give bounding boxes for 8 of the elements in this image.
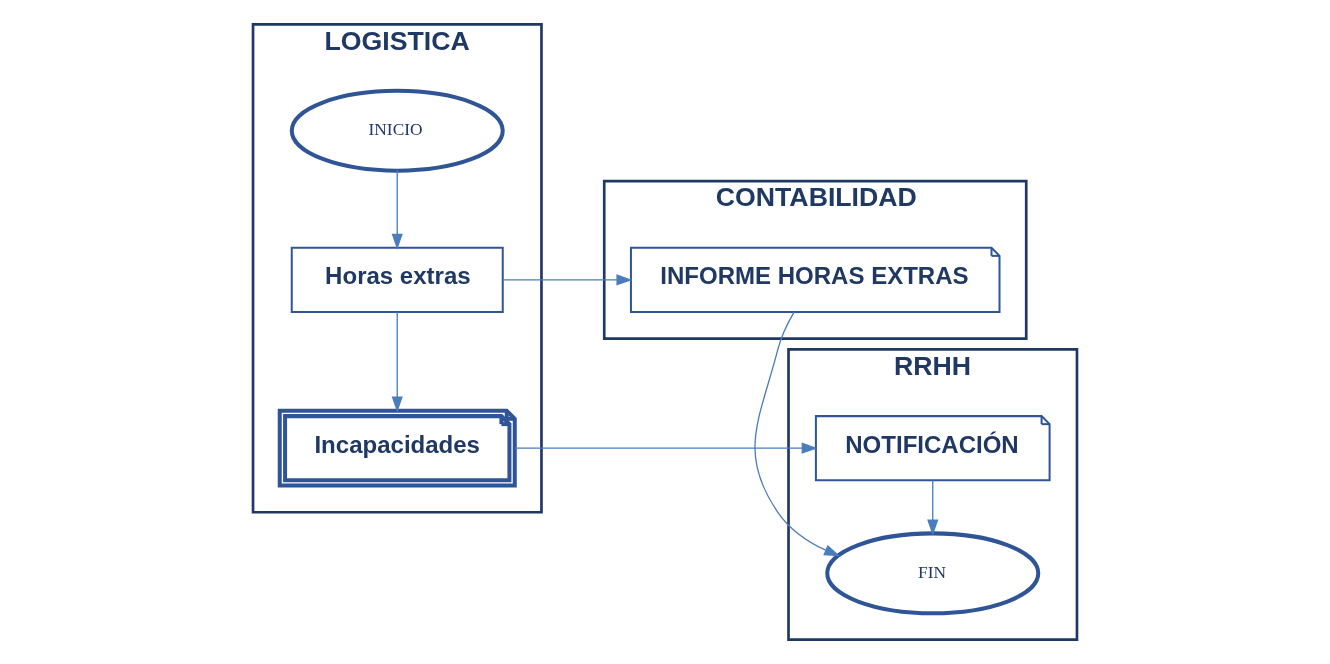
node-box: Horas extras — [290, 246, 504, 313]
arrow — [754, 311, 841, 557]
arrow — [391, 169, 403, 250]
node-ellipse: INICIO — [289, 88, 505, 173]
arrow — [514, 442, 818, 454]
arrow — [391, 311, 403, 413]
arrow — [502, 274, 633, 286]
arrow — [927, 479, 939, 536]
